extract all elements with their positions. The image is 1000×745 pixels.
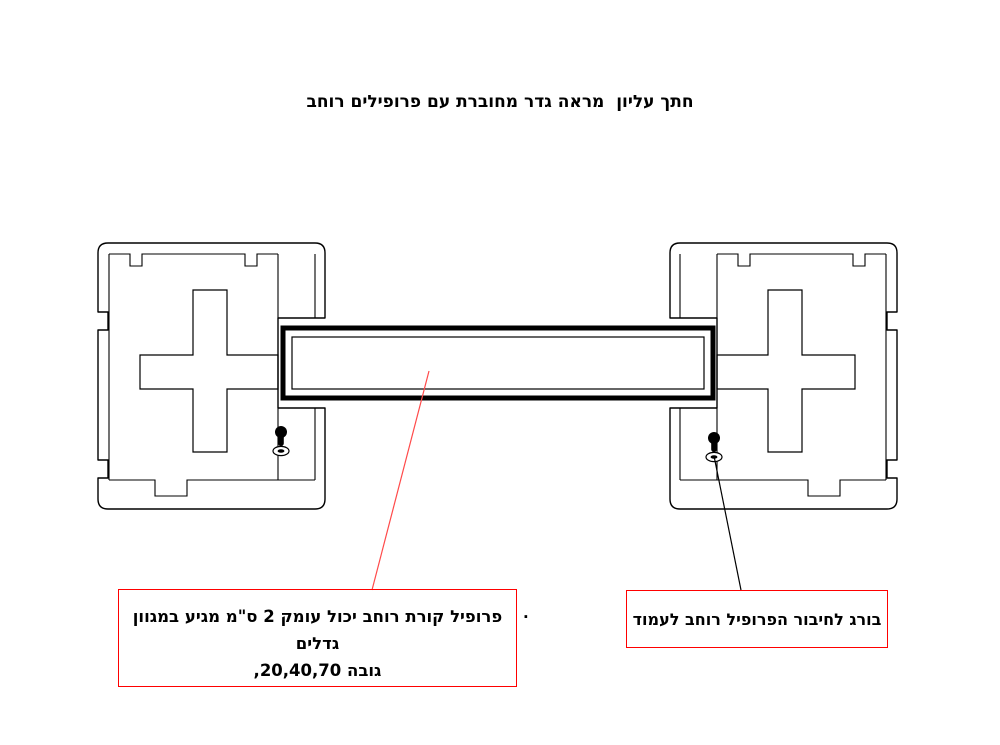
connection-screw-left-icon xyxy=(272,426,290,457)
stray-mark: . xyxy=(523,604,529,622)
screw-leader-line xyxy=(713,455,742,591)
beam-leader-line xyxy=(371,370,430,591)
diagram-title: חתך עליון מראה גדר מחוברת עם פרופילים רו… xyxy=(306,92,694,112)
screw-callout-text: בורג לחיבור הפרופיל רוחב לעמוד xyxy=(632,609,882,629)
beam-callout-line2: גובה 20,40,70, xyxy=(253,661,382,681)
width-beam-profile xyxy=(280,325,716,401)
beam-callout-box: פרופיל קורת רוחב יכול עומק 2 ס"מ מגיע במ… xyxy=(118,589,517,687)
screw-callout-box: בורג לחיבור הפרופיל רוחב לעמוד xyxy=(626,590,888,648)
beam-callout-line1: פרופיל קורת רוחב יכול עומק 2 ס"מ מגיע במ… xyxy=(132,607,503,654)
